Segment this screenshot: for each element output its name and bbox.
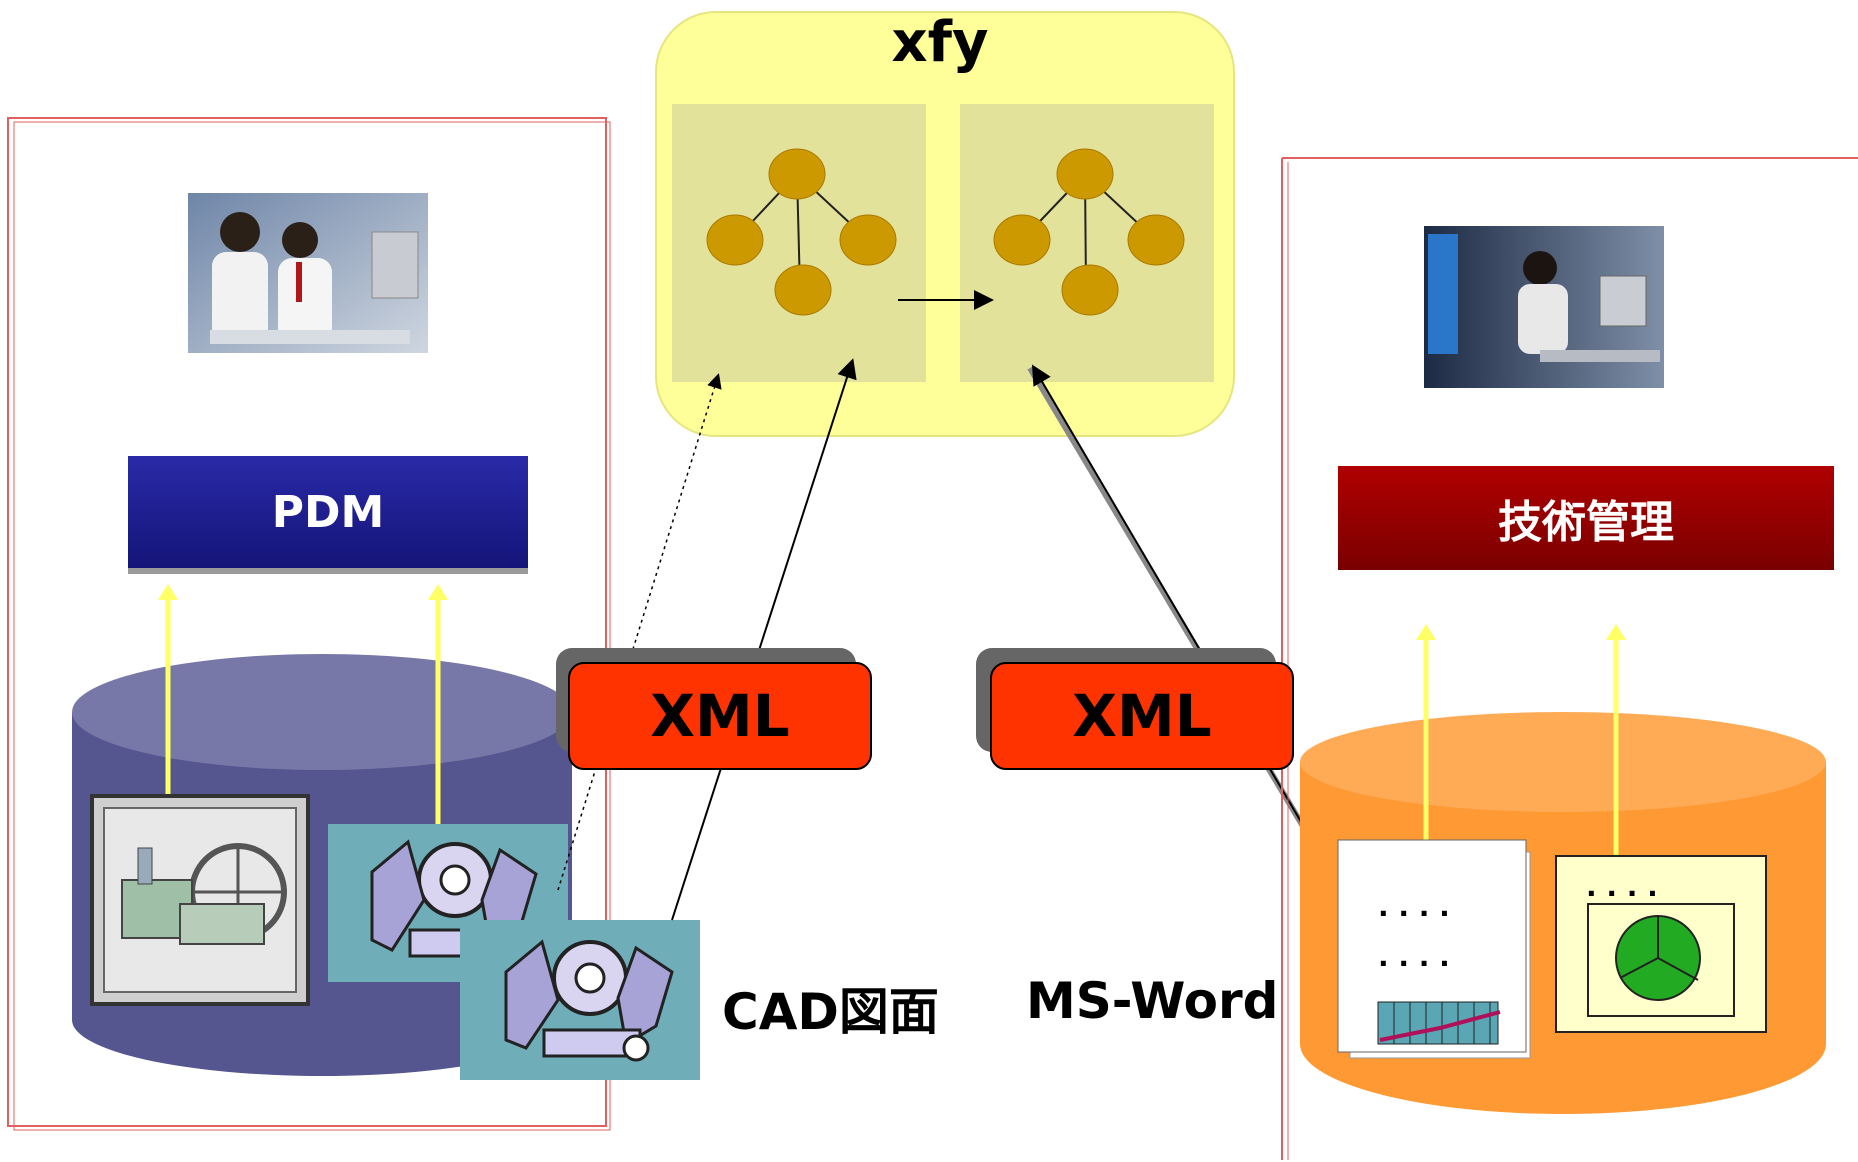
xml-tag-right: XML — [990, 662, 1294, 770]
svg-text:. . . .: . . . . — [1586, 870, 1658, 903]
right-frame — [1281, 157, 1858, 1160]
cad-caption: CAD図面 — [722, 983, 939, 1041]
gijutsu-label: 技術管理 — [1498, 497, 1674, 548]
engine-icon-front — [460, 920, 700, 1080]
xml-label-left: XML — [650, 682, 790, 750]
connector-lines — [557, 358, 1363, 924]
gijutsu-label-bar: 技術管理 — [1338, 466, 1834, 570]
office-photo — [188, 193, 428, 353]
svg-text:. . . .: . . . . — [1378, 940, 1450, 973]
left-frame — [7, 117, 611, 1131]
word-caption: MS-Word — [1026, 972, 1279, 1030]
xfy-title: xfy — [891, 10, 989, 75]
document-icon: . . . . . . . . — [1337, 839, 1531, 1059]
engineer-photo — [1424, 226, 1664, 388]
pdm-label-bar: PDM — [128, 456, 528, 568]
tree-icon-left — [706, 148, 897, 316]
right-up-arrows — [1416, 624, 1626, 860]
steam-engine-icon — [90, 794, 310, 1006]
xml-label-right: XML — [1072, 682, 1212, 750]
pdm-label: PDM — [271, 486, 385, 538]
svg-text:. . . .: . . . . — [1378, 890, 1450, 923]
left-up-arrows — [158, 584, 448, 830]
chart-document-icon: . . . . — [1555, 855, 1767, 1033]
tree-icon-right — [993, 148, 1185, 316]
xml-tag-left: XML — [568, 662, 872, 770]
